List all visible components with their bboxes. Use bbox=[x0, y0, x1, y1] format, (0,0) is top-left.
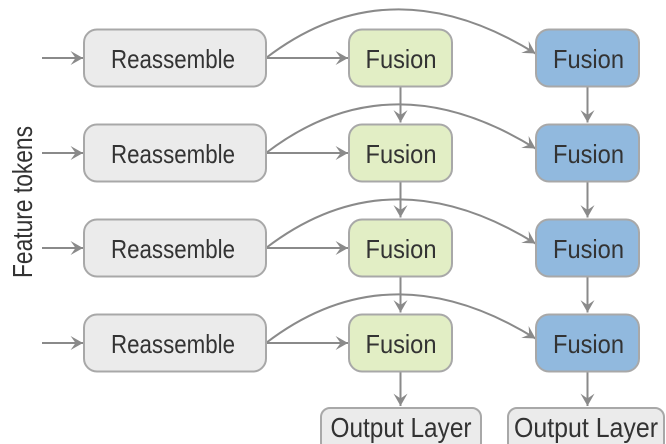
svg-text:Fusion: Fusion bbox=[553, 329, 624, 359]
svg-text:Reassemble: Reassemble bbox=[111, 234, 235, 264]
svg-text:Fusion: Fusion bbox=[366, 234, 437, 264]
svg-text:Fusion: Fusion bbox=[366, 329, 437, 359]
svg-text:Reassemble: Reassemble bbox=[111, 139, 235, 169]
svg-text:Reassemble: Reassemble bbox=[111, 329, 235, 359]
svg-text:Output Layer: Output Layer bbox=[331, 412, 472, 443]
svg-text:Fusion: Fusion bbox=[366, 139, 437, 169]
svg-text:Fusion: Fusion bbox=[553, 44, 624, 74]
svg-text:Fusion: Fusion bbox=[553, 234, 624, 264]
svg-text:Fusion: Fusion bbox=[366, 44, 437, 74]
svg-text:Fusion: Fusion bbox=[553, 139, 624, 169]
svg-text:Output Layer: Output Layer bbox=[514, 412, 658, 443]
svg-text:Feature tokens: Feature tokens bbox=[7, 126, 38, 278]
svg-text:Reassemble: Reassemble bbox=[111, 44, 235, 74]
